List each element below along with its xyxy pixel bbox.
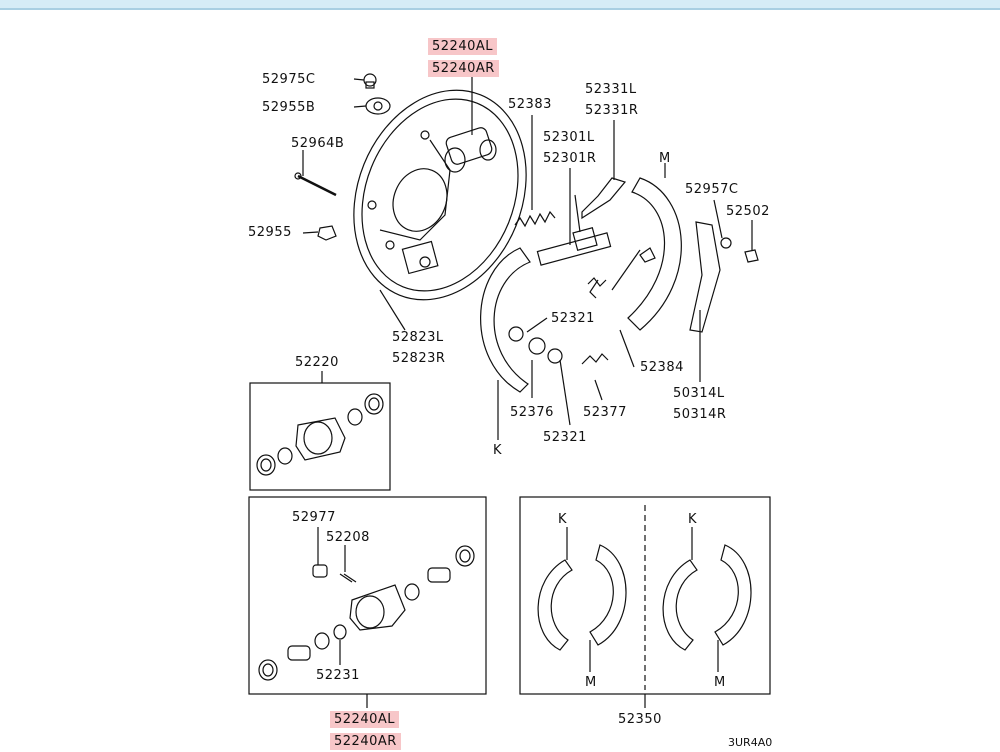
cylinder-kit-parts	[256, 371, 384, 476]
callout-m-shoe-left: M	[585, 675, 597, 690]
parking-lever	[581, 177, 627, 220]
adjuster-strut	[536, 194, 612, 266]
callout-k-shoe-left: K	[558, 512, 568, 527]
window-top-bar	[0, 0, 1000, 10]
callout-52955: 52955	[248, 225, 292, 240]
callout-52975c: 52975C	[262, 72, 316, 87]
callout-52321-upper: 52321	[551, 311, 595, 326]
callout-50314r: 50314R	[673, 407, 727, 422]
callout-52955b: 52955B	[262, 100, 316, 115]
callout-52964b: 52964B	[291, 136, 345, 151]
callout-52331r: 52331R	[585, 103, 639, 118]
callout-k-shoe-right: K	[688, 512, 698, 527]
callout-52977: 52977	[292, 510, 336, 525]
callout-52240al-bottom[interactable]: 52240AL	[330, 711, 399, 728]
callout-m-top: M	[659, 151, 671, 166]
callout-52301r: 52301R	[543, 151, 597, 166]
wheel-cylinder-top	[444, 127, 497, 173]
callout-52240ar-bottom[interactable]: 52240AR	[330, 733, 401, 750]
wheel-cylinder-box	[248, 496, 487, 695]
callout-50314l: 50314L	[673, 386, 725, 401]
backing-plate	[353, 89, 527, 301]
callout-52301l: 52301L	[543, 130, 595, 145]
callout-52377: 52377	[583, 405, 627, 420]
callout-52240al-top[interactable]: 52240AL	[428, 38, 497, 55]
callout-52240ar-top[interactable]: 52240AR	[428, 60, 499, 77]
callout-52502: 52502	[726, 204, 770, 219]
brake-shoe-right-upper	[589, 177, 682, 331]
callout-52376: 52376	[510, 405, 554, 420]
callout-52384: 52384	[640, 360, 684, 375]
callout-m-shoe-right: M	[714, 675, 726, 690]
callout-52350: 52350	[618, 712, 662, 727]
callout-k-top: K	[493, 443, 503, 458]
leader-lines-upper	[302, 77, 753, 440]
diagram-code: 3UR4A0	[728, 736, 773, 749]
callout-52220: 52220	[295, 355, 339, 370]
upper-spring	[514, 210, 556, 228]
brake-shoe-left-upper	[480, 247, 609, 393]
callout-52321-lower: 52321	[543, 430, 587, 445]
shoe-set-parts	[537, 527, 752, 708]
cylinder-kit-box	[249, 382, 391, 491]
adjusting-lever	[689, 221, 759, 333]
callout-52823r: 52823R	[392, 351, 446, 366]
callout-52231: 52231	[316, 668, 360, 683]
callout-52208: 52208	[326, 530, 370, 545]
wheel-cylinder-parts	[258, 527, 475, 708]
callout-52823l: 52823L	[392, 330, 444, 345]
callout-52957c: 52957C	[685, 182, 739, 197]
callout-52331l: 52331L	[585, 82, 637, 97]
callout-52383: 52383	[508, 97, 552, 112]
